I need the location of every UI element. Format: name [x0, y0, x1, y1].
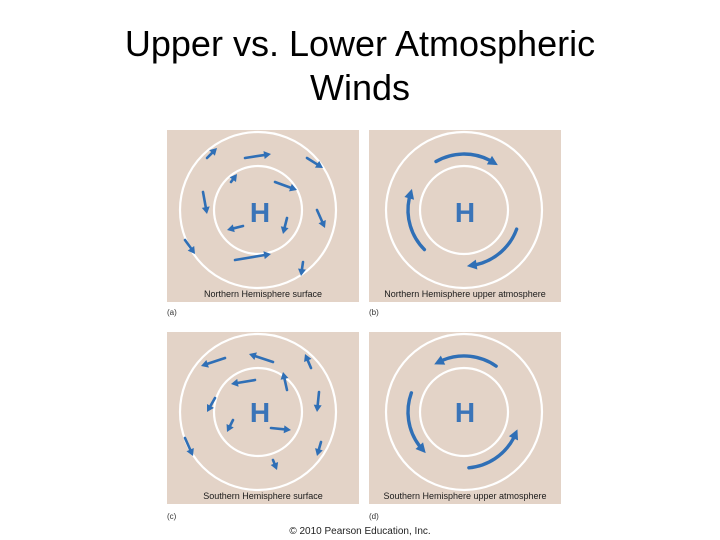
wind-arc-arrow: [434, 152, 498, 166]
panel-southern-surface: H Southern Hemisphere surface: [167, 332, 359, 504]
copyright-credit: © 2010 Pearson Education, Inc.: [289, 526, 431, 537]
wind-arrow: [205, 148, 217, 160]
southern-surface-diagram: H: [178, 332, 338, 492]
outer-ring: [178, 130, 338, 290]
outer-ring: [384, 130, 544, 290]
wind-arrow: [233, 251, 271, 262]
high-pressure-label: H: [250, 197, 270, 228]
panel-letter-c: (c): [167, 512, 177, 521]
wind-arc-arrow: [406, 391, 426, 454]
wind-arrow: [270, 458, 279, 470]
outer-ring: [384, 332, 544, 492]
wind-arrow: [280, 216, 289, 234]
panel-letter-b: (b): [369, 308, 379, 317]
panel-northern-upper: H Northern Hemisphere upper atmosphere: [369, 130, 561, 302]
title-line-2: Winds: [309, 67, 411, 108]
wind-arrow: [207, 396, 217, 412]
high-pressure-label: H: [455, 397, 475, 428]
wind-arrow: [313, 390, 322, 412]
wind-arc-arrow: [466, 227, 519, 270]
high-pressure-label: H: [455, 197, 475, 228]
slide-title: Upper vs. Lower Atmospheric Winds: [60, 22, 660, 110]
wind-arc-arrow: [434, 354, 498, 368]
wind-arrow: [269, 425, 291, 434]
panel-letter-d: (d): [369, 512, 379, 521]
wind-arrow: [280, 372, 289, 392]
wind-arrow: [201, 356, 227, 368]
wind-arrow: [201, 190, 210, 214]
panel-letter-a: (a): [167, 308, 177, 317]
wind-arrow: [229, 174, 237, 184]
panel-caption: Southern Hemisphere upper atmosphere: [383, 491, 547, 501]
inner-ring: [418, 164, 510, 256]
panel-southern-upper: H Southern Hemisphere upper atmosphere: [369, 332, 561, 504]
wind-arrow: [298, 260, 306, 276]
outer-ring: [178, 332, 338, 492]
wind-arrow: [183, 238, 195, 254]
inner-ring: [212, 164, 304, 256]
panel-northern-surface: H Northern Hemisphere surface: [167, 130, 359, 302]
wind-arrow: [315, 440, 323, 456]
panel-caption: Northern Hemisphere surface: [203, 289, 323, 299]
northern-surface-diagram: H: [178, 130, 338, 290]
wind-arrow: [304, 354, 313, 370]
northern-upper-diagram: H: [384, 130, 544, 290]
inner-ring: [418, 366, 510, 458]
wind-arrow: [183, 436, 194, 456]
wind-arrow: [243, 151, 271, 160]
panel-caption: Northern Hemisphere upper atmosphere: [384, 289, 546, 299]
wind-arrow: [249, 352, 275, 364]
title-line-1: Upper vs. Lower Atmospheric: [124, 23, 596, 64]
wind-arc-arrow: [404, 188, 427, 252]
wind-arrow: [273, 180, 297, 192]
high-pressure-label: H: [250, 397, 270, 428]
wind-arc-arrow: [467, 429, 519, 470]
inner-ring: [212, 366, 304, 458]
wind-arrow: [226, 418, 235, 432]
wind-arrow: [231, 378, 257, 387]
panel-caption: Southern Hemisphere surface: [203, 491, 323, 501]
wind-arrow: [315, 208, 326, 228]
wind-arrow: [227, 224, 245, 233]
wind-arrow: [305, 156, 323, 168]
southern-upper-diagram: H: [384, 332, 544, 492]
